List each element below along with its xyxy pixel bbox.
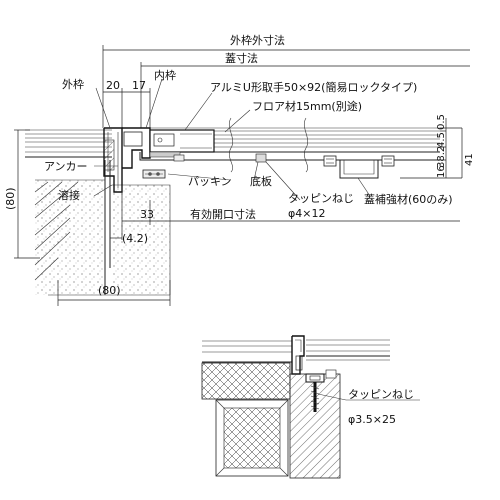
bottom-detail-drawing: タッピンねじ φ3.5×25 bbox=[201, 335, 420, 479]
top-section-drawing: 外枠外寸法 蓋寸法 外枠 20 17 内枠 アルミU形取手50×92(簡易ロック… bbox=[4, 33, 475, 306]
handle-box bbox=[149, 129, 215, 153]
dim-4-5-label: 4.5 bbox=[436, 132, 447, 148]
inner-frame-label: 内枠 bbox=[154, 68, 176, 82]
dim-0-5-label: 0.5 bbox=[436, 114, 447, 130]
dim-4-2-label: (4.2) bbox=[122, 232, 148, 245]
right-dimension-lines bbox=[400, 118, 463, 179]
bottom-width-dimension bbox=[57, 280, 171, 306]
outer-frame-profile bbox=[103, 127, 123, 193]
packing-label: パッキン bbox=[188, 175, 232, 188]
packing-element bbox=[142, 169, 166, 179]
weld-label: 溶接 bbox=[58, 188, 80, 202]
lid-reinforcement bbox=[323, 155, 395, 179]
dim-38-2-label: 38.2 bbox=[436, 146, 447, 168]
tapping-screw-bottom-label: タッピンねじ bbox=[348, 388, 414, 401]
dim-41-label: 41 bbox=[464, 153, 475, 166]
dim-80-bottom-label: (80) bbox=[98, 284, 121, 297]
left-height-dimension bbox=[14, 129, 40, 259]
tapping-screw-top-size: φ4×12 bbox=[288, 207, 325, 220]
lid-dim-label: 蓋寸法 bbox=[225, 51, 258, 65]
inner-frame-profile bbox=[122, 127, 151, 169]
handle-label: アルミU形取手50×92(簡易ロックタイプ) bbox=[210, 80, 417, 94]
dim-80-left-label: (80) bbox=[4, 187, 17, 210]
outer-frame-label: 外枠 bbox=[62, 77, 84, 91]
leader-lines bbox=[93, 78, 371, 201]
floor-material-label: フロア材15mm(別途) bbox=[252, 99, 362, 113]
dim-33-label: 33 bbox=[140, 208, 154, 221]
tapping-screw-top-label: タッピンねじ bbox=[288, 192, 354, 205]
outer-frame-outer-dim-label: 外枠外寸法 bbox=[230, 33, 285, 47]
reinforcement-label: 蓋補強材(60のみ) bbox=[364, 192, 453, 206]
top-dimension-lines bbox=[102, 45, 470, 128]
opening-dimension-lines bbox=[110, 185, 460, 240]
anchor-label: アンカー bbox=[44, 160, 88, 173]
bottom-plate bbox=[139, 151, 440, 163]
anchor-rod bbox=[104, 160, 111, 268]
dim-16-label: 16 bbox=[436, 165, 447, 178]
effective-opening-label: 有効開口寸法 bbox=[190, 207, 256, 221]
dim-17-label: 17 bbox=[132, 79, 146, 92]
dim-20-label: 20 bbox=[106, 79, 120, 92]
bottom-plate-label: 底板 bbox=[250, 174, 272, 188]
left-floor-layers bbox=[25, 129, 112, 158]
tapping-screw-bottom-size: φ3.5×25 bbox=[348, 413, 396, 426]
